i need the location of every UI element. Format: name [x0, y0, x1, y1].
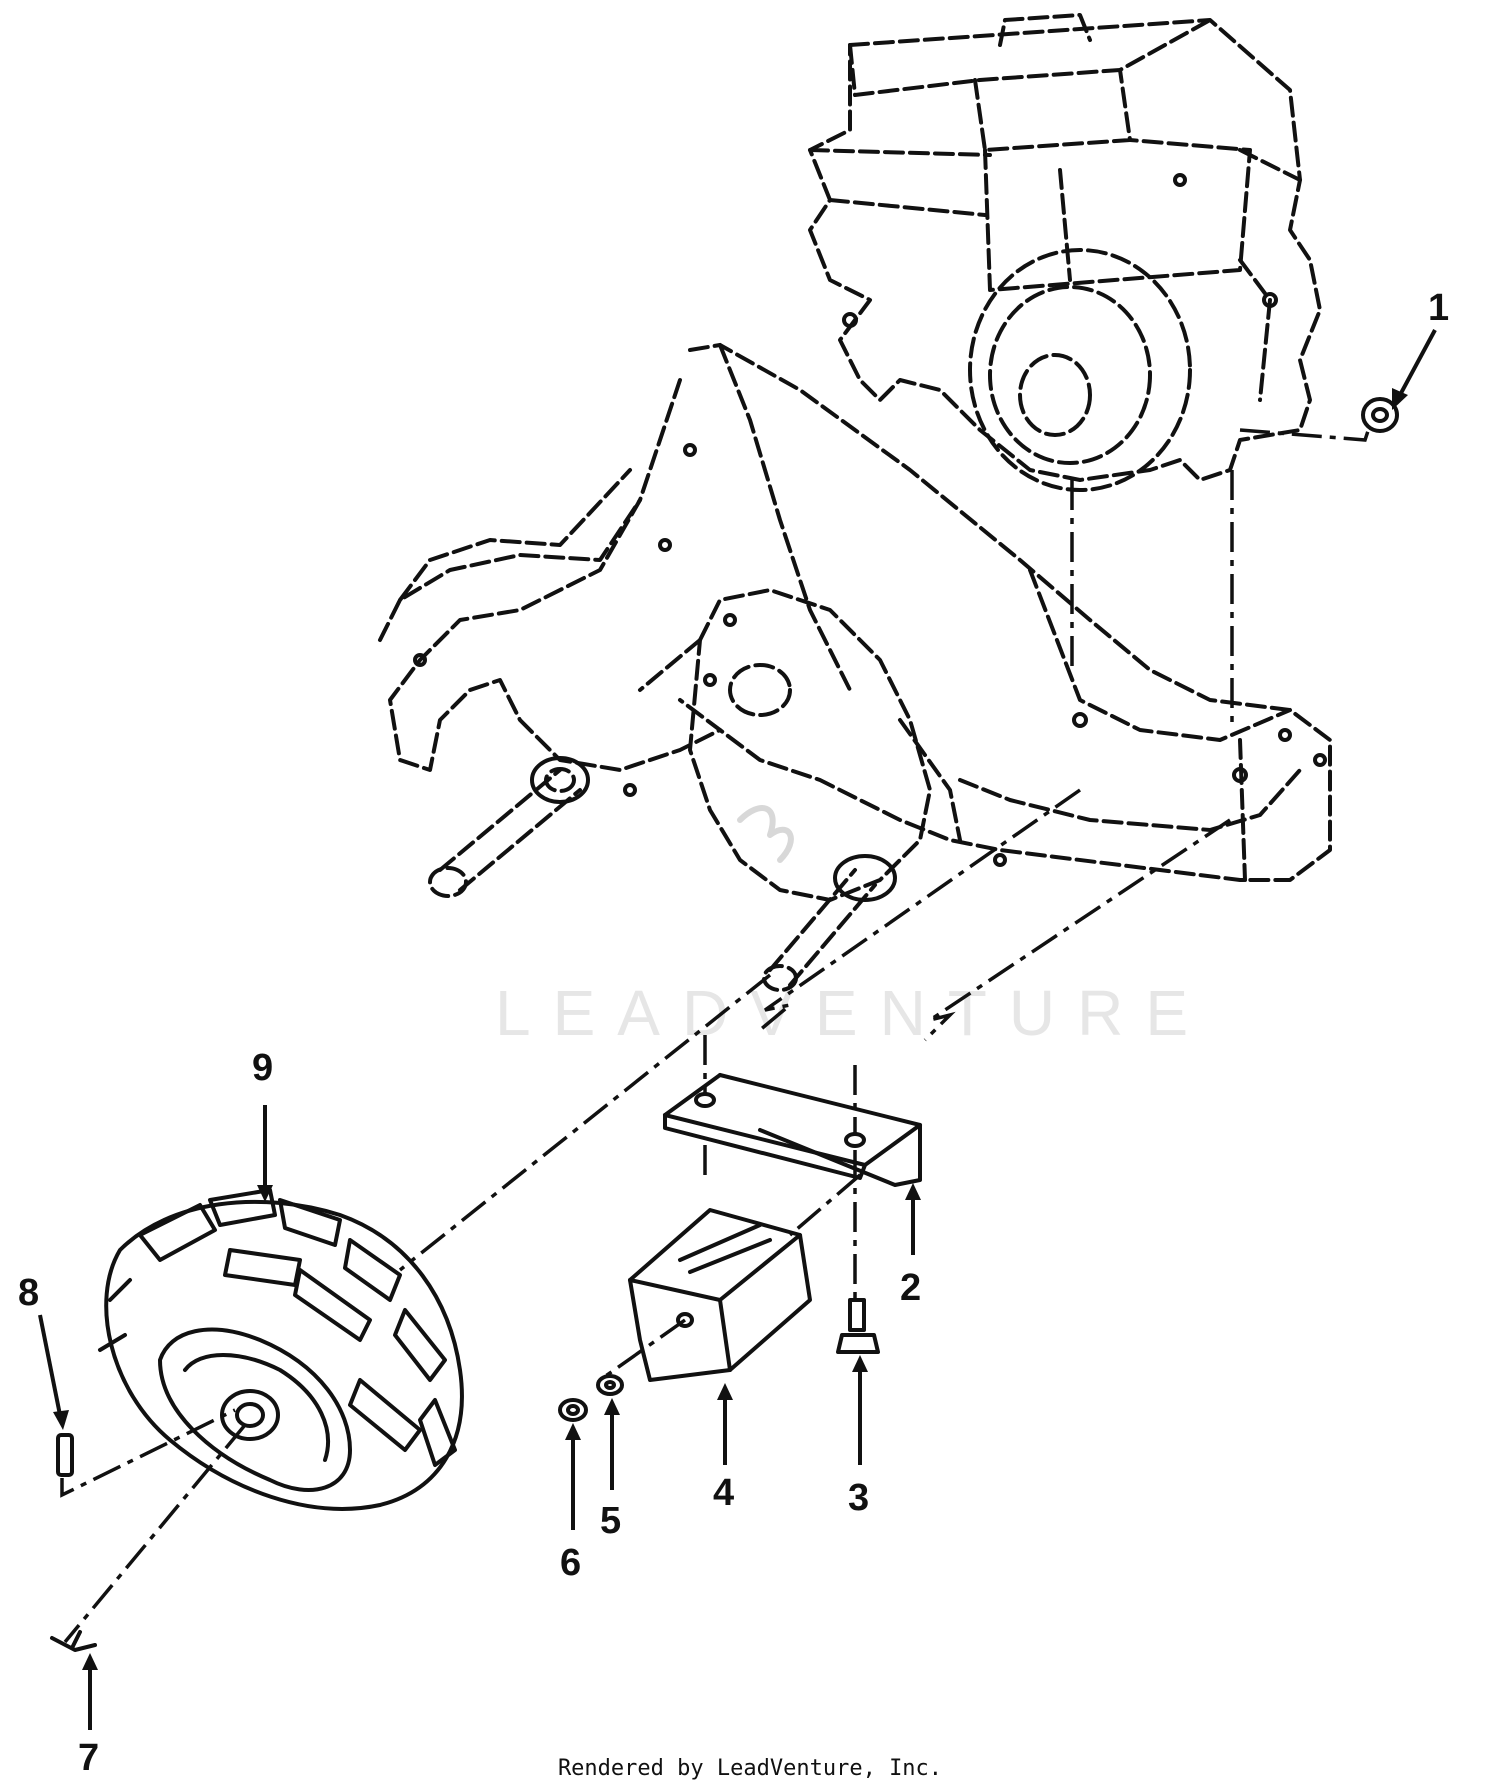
callout-8: 8 — [18, 1272, 39, 1314]
assembly-leader-lines — [60, 424, 1372, 1644]
weight-block — [628, 1208, 812, 1382]
klik-pin-clip — [50, 1630, 97, 1652]
frame-assembly — [378, 343, 1332, 992]
callout-5: 5 — [600, 1500, 621, 1542]
callout-3: 3 — [848, 1477, 869, 1519]
engine-nut — [1361, 397, 1399, 433]
callout-labels: 1 2 3 4 5 6 7 8 9 — [18, 287, 1449, 1779]
footer-credit: Rendered by LeadVenture, Inc. — [557, 1756, 943, 1781]
washer — [596, 1374, 624, 1396]
callout-1: 1 — [1428, 287, 1449, 329]
callout-6: 6 — [560, 1542, 581, 1584]
callout-4: 4 — [713, 1472, 734, 1514]
wheel-and-tire — [98, 1188, 464, 1511]
callout-arrows — [38, 329, 1437, 1730]
engine — [808, 13, 1322, 492]
callout-9: 9 — [252, 1047, 273, 1089]
nut — [558, 1398, 588, 1422]
callout-2: 2 — [900, 1267, 921, 1309]
watermark: LEADVENTURE — [495, 977, 1210, 1049]
callout-7: 7 — [78, 1737, 99, 1779]
hitch-pin — [56, 1433, 74, 1477]
bolt — [836, 1298, 880, 1354]
